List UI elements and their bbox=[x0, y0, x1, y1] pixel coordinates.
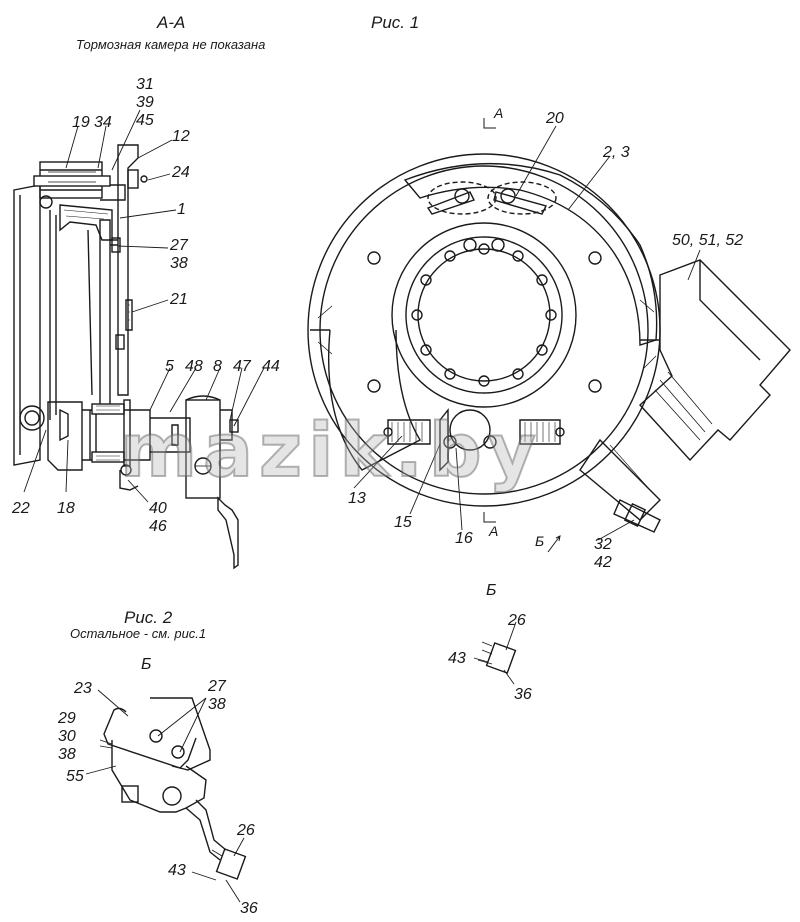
label-2-3: 2, 3 bbox=[603, 144, 630, 161]
label-16: 16 bbox=[455, 530, 473, 547]
label-38: 38 bbox=[170, 255, 188, 272]
arrow-b-label: Б bbox=[535, 533, 545, 549]
label-45: 45 bbox=[136, 112, 154, 129]
label-f-55: 55 bbox=[66, 768, 84, 785]
leader-lines bbox=[23, 109, 701, 903]
label-f-27: 27 bbox=[208, 678, 226, 695]
view-b-title-left: Б bbox=[141, 656, 152, 673]
label-40-46: 40 46 bbox=[149, 500, 167, 536]
label-f-38b: 38 bbox=[58, 746, 76, 763]
brake-chamber-drawing bbox=[579, 259, 791, 533]
label-21: 21 bbox=[170, 291, 188, 308]
label-f-30: 30 bbox=[58, 728, 76, 745]
label-f-29-30-38: 29 30 38 bbox=[58, 710, 76, 764]
label-34: 34 bbox=[94, 114, 112, 131]
section-aa-title: А-А bbox=[157, 13, 186, 32]
label-19: 19 bbox=[72, 114, 90, 131]
label-b-43: 43 bbox=[448, 650, 466, 667]
label-f-23: 23 bbox=[74, 680, 92, 697]
label-b-36: 36 bbox=[514, 686, 532, 703]
label-1: 1 bbox=[177, 201, 186, 218]
fig1-title: Рис. 1 bbox=[371, 13, 420, 32]
label-27-38: 27 38 bbox=[170, 237, 188, 273]
label-39: 39 bbox=[136, 94, 154, 111]
label-f-29: 29 bbox=[58, 710, 76, 727]
cut-marker-bottom: А bbox=[489, 523, 499, 539]
view-b-title-mid: Б bbox=[486, 582, 497, 599]
fig2-drawing bbox=[99, 697, 247, 880]
label-f-43: 43 bbox=[168, 862, 186, 879]
label-15: 15 bbox=[394, 514, 412, 531]
label-f-27-38: 27 38 bbox=[208, 678, 226, 714]
cut-marker-top: А bbox=[494, 105, 504, 121]
label-13: 13 bbox=[348, 490, 366, 507]
label-40: 40 bbox=[149, 500, 167, 517]
label-46: 46 bbox=[149, 518, 167, 535]
label-f-26: 26 bbox=[237, 822, 255, 839]
section-aa-drawing bbox=[13, 144, 239, 570]
label-f-36: 36 bbox=[240, 900, 258, 917]
label-50-51-52: 50, 51, 52 bbox=[672, 232, 744, 249]
label-47: 47 bbox=[233, 358, 251, 375]
label-24: 24 bbox=[172, 164, 190, 181]
label-18: 18 bbox=[57, 500, 75, 517]
watermark: mazik.by bbox=[119, 407, 543, 495]
label-31: 31 bbox=[136, 76, 154, 93]
label-f-38: 38 bbox=[208, 696, 226, 713]
label-42: 42 bbox=[594, 554, 612, 571]
label-32-42: 32 42 bbox=[594, 536, 612, 572]
section-aa-note: Тормозная камера не показана bbox=[76, 37, 266, 52]
stud-holes bbox=[367, 238, 602, 393]
label-31-39-45: 31 39 45 bbox=[136, 76, 154, 130]
fig2-note: Остальное - см. рис.1 bbox=[70, 626, 207, 641]
view-b-bolt bbox=[477, 641, 517, 674]
label-48: 48 bbox=[185, 358, 203, 375]
label-22: 22 bbox=[12, 500, 30, 517]
label-44: 44 bbox=[262, 358, 280, 375]
label-b-26: 26 bbox=[508, 612, 526, 629]
label-8: 8 bbox=[213, 358, 222, 375]
fig2-title: Рис. 2 bbox=[124, 608, 173, 627]
label-12: 12 bbox=[172, 128, 190, 145]
label-5: 5 bbox=[165, 358, 174, 375]
label-32: 32 bbox=[594, 536, 612, 553]
label-27: 27 bbox=[170, 237, 188, 254]
label-20: 20 bbox=[546, 110, 564, 127]
